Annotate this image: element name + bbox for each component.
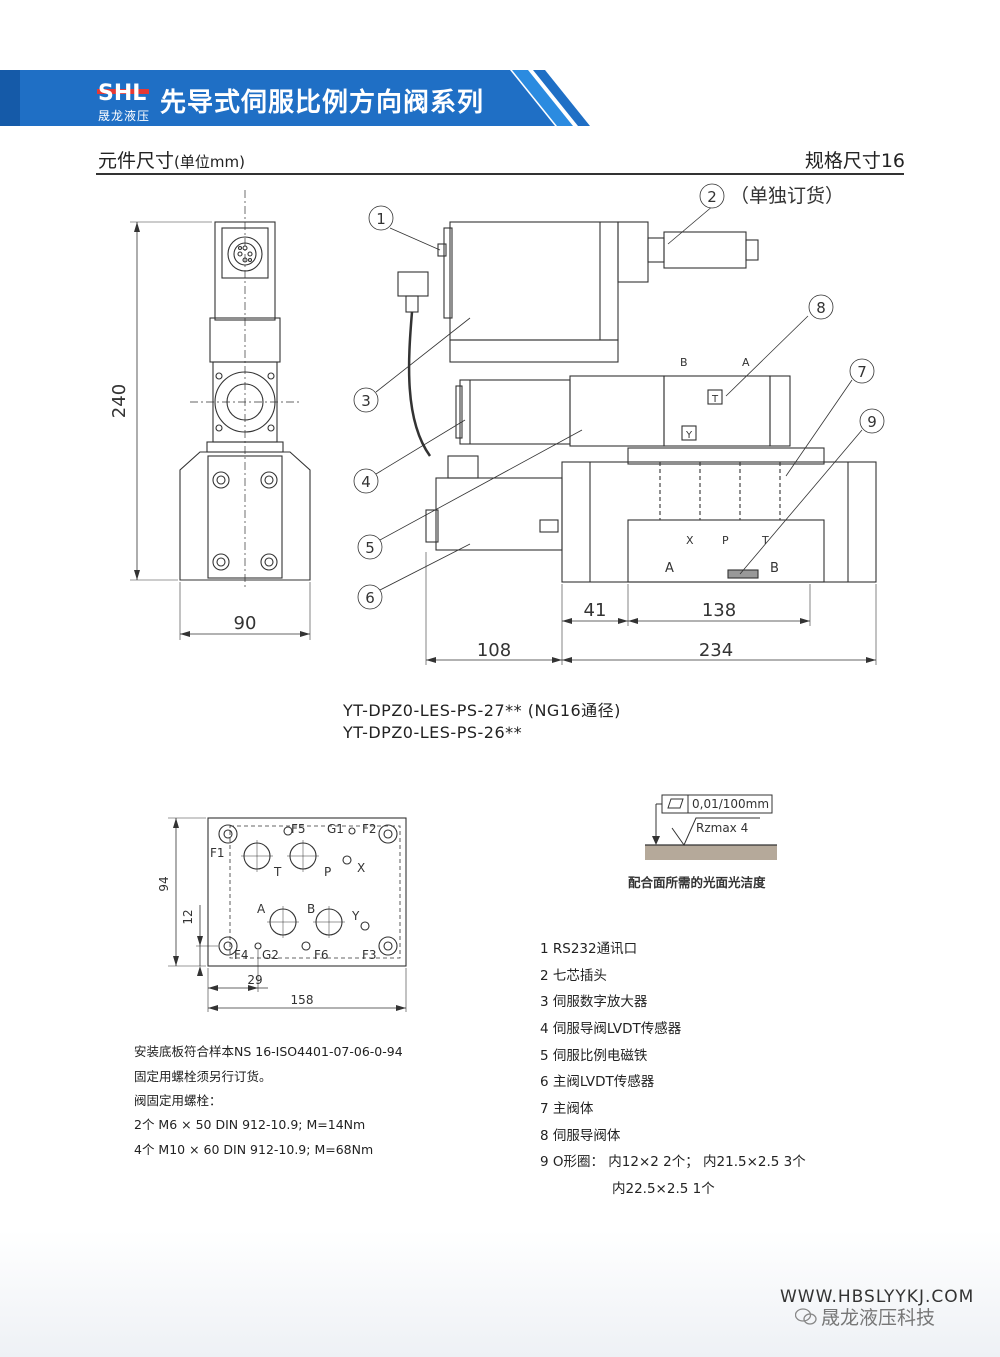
callout-7: 7: [857, 363, 867, 381]
section-title-text: 元件尺寸: [98, 150, 175, 172]
callout-4: 4: [361, 473, 371, 491]
legend-item-3: 3 伺服数字放大器: [540, 994, 648, 1010]
brand-mark-text: SHL: [98, 81, 146, 106]
dim-108: 108: [477, 640, 511, 661]
website-url[interactable]: WWW.HBSLYYKJ.COM: [780, 1287, 975, 1307]
legend-item-1: 1 RS232通讯口: [540, 941, 638, 957]
port-x: X: [686, 534, 694, 547]
bp-dim-94: 94: [157, 876, 171, 891]
brand-logo: SHL: [97, 78, 149, 106]
port-p: P: [722, 534, 729, 547]
legend-item-6: 6 主阀LVDT传感器: [540, 1074, 655, 1090]
footer-background: [0, 1230, 1000, 1357]
bp-dim-12: 12: [181, 909, 195, 924]
dim-height: 240: [109, 384, 130, 418]
bp-f1: F1: [210, 846, 225, 860]
dim-width-side: 90: [234, 613, 257, 634]
bp-y: Y: [351, 909, 360, 923]
wechat-icon: [794, 1308, 817, 1326]
bp-g1: G1: [327, 822, 344, 836]
header-banner: [0, 70, 590, 126]
bp-a: A: [257, 902, 266, 916]
bp-f3: F3: [362, 948, 377, 962]
side-view: 240 90: [109, 190, 311, 640]
legend-item-5: 5 伺服比例电磁铁: [540, 1048, 648, 1064]
dim-138: 138: [702, 600, 736, 621]
bp-t: T: [273, 865, 282, 879]
port-y-box: Y: [685, 430, 693, 441]
callout-2-note: （单独订货）: [730, 185, 844, 207]
bp-f2: F2: [362, 822, 377, 836]
port-a: A: [665, 561, 674, 576]
front-view: T Y B A X P T A B 41: [397, 221, 877, 665]
callout-8: 8: [816, 299, 826, 317]
bp-x: X: [357, 861, 365, 875]
legend-item-4: 4 伺服导阀LVDT传感器: [540, 1021, 682, 1037]
section-unit: (单位mm): [174, 153, 245, 171]
roughness-value: Rzmax 4: [696, 821, 748, 835]
technical-drawing: 240 90 T Y B A: [109, 183, 885, 1012]
port-a-top: A: [742, 356, 750, 369]
page-title: 先导式伺服比例方向阀系列: [160, 88, 485, 118]
legend-item-9: 9 O形圈： 内12×2 2个； 内21.5×2.5 3个: [540, 1154, 806, 1170]
dim-234: 234: [699, 640, 733, 661]
note-line-1: 安装底板符合样本NS 16-ISO4401-07-06-0-94: [134, 1044, 403, 1059]
callout-9: 9: [867, 413, 877, 431]
note-line-5: 4个 M10 × 60 DIN 912-10.9; M=68Nm: [134, 1142, 374, 1157]
bp-dim-29: 29: [247, 973, 262, 987]
callout-2: 2: [707, 188, 717, 206]
port-b: B: [770, 561, 779, 576]
callout-5: 5: [365, 539, 375, 557]
wechat-name: 晟龙液压科技: [821, 1307, 936, 1329]
wechat-watermark: 晟龙液压科技: [794, 1303, 936, 1330]
bp-dim-158: 158: [291, 993, 314, 1007]
bp-f6: F6: [314, 948, 329, 962]
legend-item-8: 8 伺服导阀体: [540, 1128, 621, 1144]
section-divider: [96, 173, 904, 175]
model-number-27: YT-DPZ0-LES-PS-27** (NG16通径): [343, 701, 621, 720]
size-label: 规格尺寸16: [804, 150, 905, 172]
note-line-2: 固定用螺栓须另行订货。: [134, 1069, 272, 1084]
note-line-3: 阀固定用螺栓：: [134, 1093, 222, 1108]
note-line-4: 2个 M6 × 50 DIN 912-10.9; M=14Nm: [134, 1117, 366, 1132]
callout-6: 6: [365, 589, 375, 607]
port-t: T: [761, 534, 769, 547]
legend-item-7: 7 主阀体: [540, 1101, 594, 1117]
brand-name: 晟龙液压: [98, 109, 151, 123]
flatness-value: 0,01/100mm: [692, 797, 769, 811]
bp-f4: F4: [234, 948, 249, 962]
surface-finish-symbol: 0,01/100mm Rzmax 4: [645, 794, 777, 860]
callouts: 1 2 3 4 5 6 7 8 9 （单独订货）: [353, 183, 885, 610]
callout-3: 3: [361, 392, 371, 410]
bp-g2: G2: [262, 948, 279, 962]
legend-item-2: 2 七芯插头: [540, 968, 607, 984]
section-title: 元件尺寸(单位mm): [98, 146, 245, 173]
bp-f5: F5: [291, 822, 306, 836]
callout-1: 1: [376, 210, 386, 228]
port-t-box: T: [711, 394, 719, 405]
bp-b: B: [307, 902, 315, 916]
surface-caption: 配合面所需的光面光洁度: [628, 875, 766, 890]
model-number-26: YT-DPZ0-LES-PS-26**: [343, 723, 523, 742]
dim-41: 41: [584, 600, 607, 621]
base-plate-drawing: F5 G1 F2 F1 T P X A B Y F4 G2 F6 F3 94 1…: [157, 817, 407, 1012]
port-b-top: B: [680, 356, 688, 369]
bp-p: P: [324, 865, 331, 879]
legend-item-9-cont: 内22.5×2.5 1个: [612, 1181, 715, 1197]
